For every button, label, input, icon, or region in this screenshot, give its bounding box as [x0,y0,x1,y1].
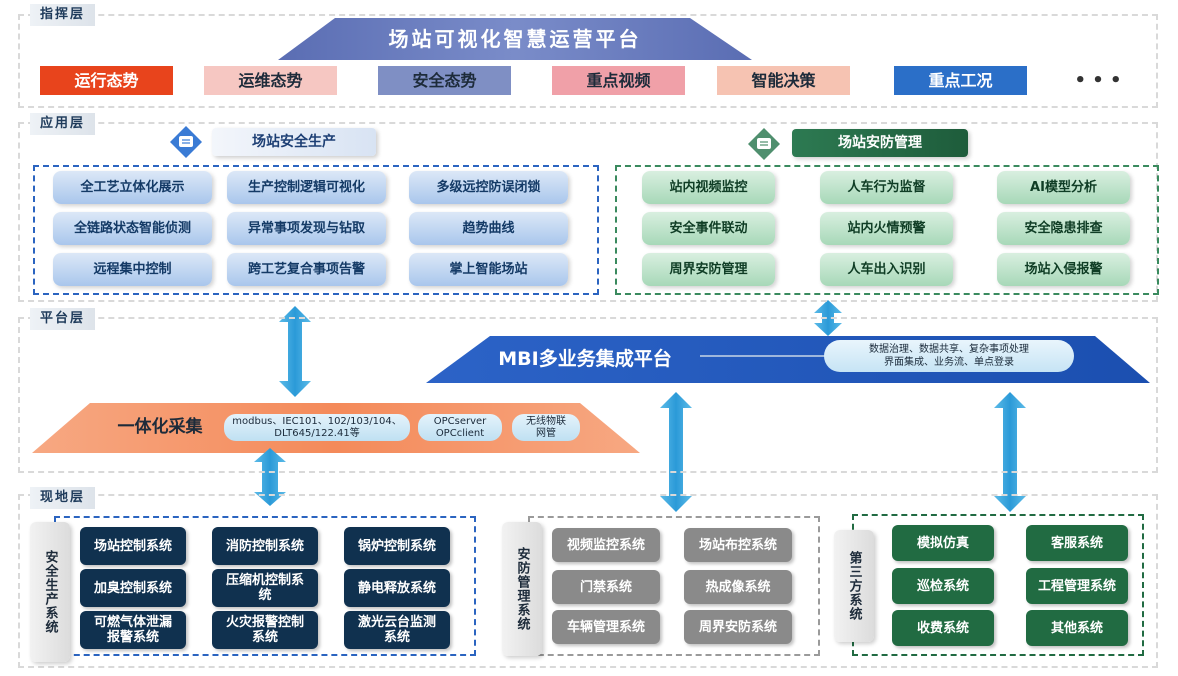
field-third-party-item[interactable]: 模拟仿真 [892,525,994,561]
opc-line2: OPCclient [435,427,485,439]
protocols-pill: modbus、IEC101、102/103/104、 DLT645/122.41… [224,414,410,441]
app-safety-item[interactable]: 生产控制逻辑可视化 [227,171,386,204]
field-security-item[interactable]: 热成像系统 [684,570,792,604]
field-safety-item[interactable]: 压缩机控制系统 [212,569,318,607]
opc-pill: OPCserver OPCclient [418,414,502,441]
field-safety-item[interactable]: 消防控制系统 [212,527,318,565]
app-safety-item[interactable]: 趋势曲线 [409,212,568,245]
mbi-features-line1: 数据治理、数据共享、复杂事项处理 [869,344,1029,355]
field-safety-item[interactable]: 静电释放系统 [344,569,450,607]
field-safety-item[interactable]: 锅炉控制系统 [344,527,450,565]
field-third-party-item[interactable]: 工程管理系统 [1026,568,1128,604]
field-security-item[interactable]: 视频监控系统 [552,528,660,562]
field-security-item[interactable]: 门禁系统 [552,570,660,604]
opc-line1: OPCserver [433,415,487,427]
platform-title: 场站可视化智慧运营平台 [388,27,642,51]
field-safety-item[interactable]: 加臭控制系统 [80,569,186,607]
field-safety-item[interactable]: 火灾报警控制系统 [212,611,318,649]
app-safety-item[interactable]: 掌上智能场站 [409,253,568,286]
field-third-party-item[interactable]: 客服系统 [1026,525,1128,561]
command-btn-maintenance[interactable]: 运维态势 [204,66,337,95]
safety-systems-title: 安全生产系统 [30,522,70,662]
command-btn-decision[interactable]: 智能决策 [717,66,850,95]
mbi-title: MBI多业务集成平台 [498,348,672,370]
arrow-mbi-to-third-party [994,392,1026,512]
app-security-item[interactable]: 安全事件联动 [642,212,775,245]
app-safety-item[interactable]: 远程集中控制 [53,253,212,286]
safety-production-title: 场站安全生产 [212,128,376,156]
safety-production-panel [33,165,599,295]
arrow-mbi-to-security [660,392,692,512]
iot-pill: 无线物联 网管 [512,414,580,441]
app-security-item[interactable]: AI模型分析 [997,171,1130,204]
mbi-features: 数据治理、数据共享、复杂事项处理 界面集成、业务流、单点登录 [824,340,1074,372]
security-management-title: 场站安防管理 [792,129,968,157]
app-safety-item[interactable]: 跨工艺复合事项告警 [227,253,386,286]
app-safety-item[interactable]: 全链路状态智能侦测 [53,212,212,245]
mbi-features-line2: 界面集成、业务流、单点登录 [884,357,1014,368]
command-btn-video[interactable]: 重点视频 [552,66,685,95]
arrow-app-to-acquisition [279,306,311,397]
field-safety-item[interactable]: 场站控制系统 [80,527,186,565]
third-party-title: 第三方系统 [834,530,874,642]
layer-label-application: 应用层 [30,113,96,135]
protocols-line2: DLT645/122.41等 [274,427,360,439]
field-third-party-item[interactable]: 其他系统 [1026,610,1128,646]
command-btn-operation[interactable]: 运行态势 [40,66,173,95]
app-security-item[interactable]: 安全隐患排查 [997,212,1130,245]
command-btn-condition[interactable]: 重点工况 [894,66,1027,95]
field-security-item[interactable]: 车辆管理系统 [552,610,660,644]
platform-title-banner [278,18,752,60]
app-security-item[interactable]: 站内视频监控 [642,171,775,204]
layer-label-platform: 平台层 [30,308,96,330]
field-safety-item[interactable]: 可燃气体泄漏报警系统 [80,611,186,649]
app-security-item[interactable]: 人车行为监督 [820,171,953,204]
safety-production-icon [170,126,202,158]
field-safety-item[interactable]: 激光云台监测系统 [344,611,450,649]
security-management-icon [748,128,780,160]
app-security-item[interactable]: 人车出入识别 [820,253,953,286]
app-safety-item[interactable]: 多级远控防误闭锁 [409,171,568,204]
field-third-party-item[interactable]: 巡检系统 [892,568,994,604]
command-btn-security[interactable]: 安全态势 [378,66,511,95]
more-indicator: • • • [1074,70,1122,91]
iot-line1: 无线物联 [526,415,566,427]
app-security-item[interactable]: 场站入侵报警 [997,253,1130,286]
app-security-item[interactable]: 周界安防管理 [642,253,775,286]
field-security-item[interactable]: 场站布控系统 [684,528,792,562]
layer-label-field: 现地层 [30,487,96,509]
field-third-party-item[interactable]: 收费系统 [892,610,994,646]
field-layer-frame [18,494,1158,668]
security-systems-title: 安防管理系统 [502,522,542,656]
security-management-panel [615,165,1159,295]
app-safety-item[interactable]: 全工艺立体化展示 [53,171,212,204]
protocols-line1: modbus、IEC101、102/103/104、 [232,415,402,427]
platform-layer-frame [18,317,1158,473]
iot-line2: 网管 [536,427,556,439]
layer-label-command: 指挥层 [30,4,96,26]
app-safety-item[interactable]: 异常事项发现与钻取 [227,212,386,245]
arrow-acquisition-to-field [254,448,286,506]
acquisition-title: 一体化采集 [117,417,203,437]
app-security-item[interactable]: 站内火情预警 [820,212,953,245]
field-security-item[interactable]: 周界安防系统 [684,610,792,644]
command-layer-frame [18,14,1158,108]
